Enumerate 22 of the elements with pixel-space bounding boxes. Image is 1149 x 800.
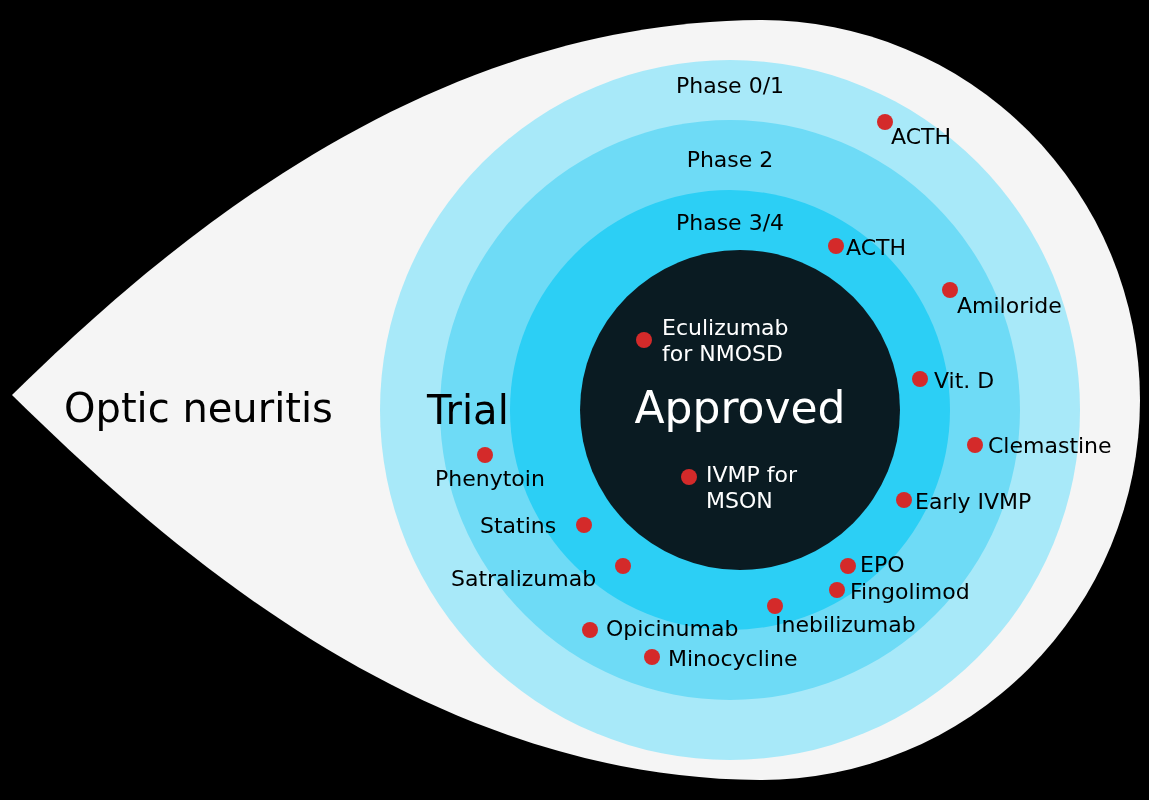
ring-title: Phase 0/1 [675,72,785,99]
drug-label: Statins [480,513,557,539]
drug-label: Opicinumab [606,616,739,642]
ring-title: Phase 3/4 [675,209,785,236]
drug-label: Early IVMP [915,489,1032,515]
zone-label: Trial [427,386,509,434]
drug-label: ACTH [846,235,906,261]
drug-label: Fingolimod [850,579,970,605]
eye-label: Optic neuritis [64,384,333,432]
drug-label: EPO [860,552,905,578]
drug-label: Eculizumab for NMOSD [662,315,790,367]
drug-label: Inebilizumab [775,612,916,638]
drug-label: IVMP for MSON [706,462,799,514]
drug-label: ACTH [891,124,951,150]
ring-title: Phase 2 [686,146,774,173]
drug-label: Minocycline [668,646,798,672]
drug-label: Clemastine [988,433,1112,459]
drug-label: Satralizumab [451,566,597,592]
drug-label: Vit. D [934,368,995,394]
drug-label: Amiloride [957,293,1062,319]
drug-label: Phenytoin [435,466,545,492]
ring-title: Approved [634,380,846,434]
